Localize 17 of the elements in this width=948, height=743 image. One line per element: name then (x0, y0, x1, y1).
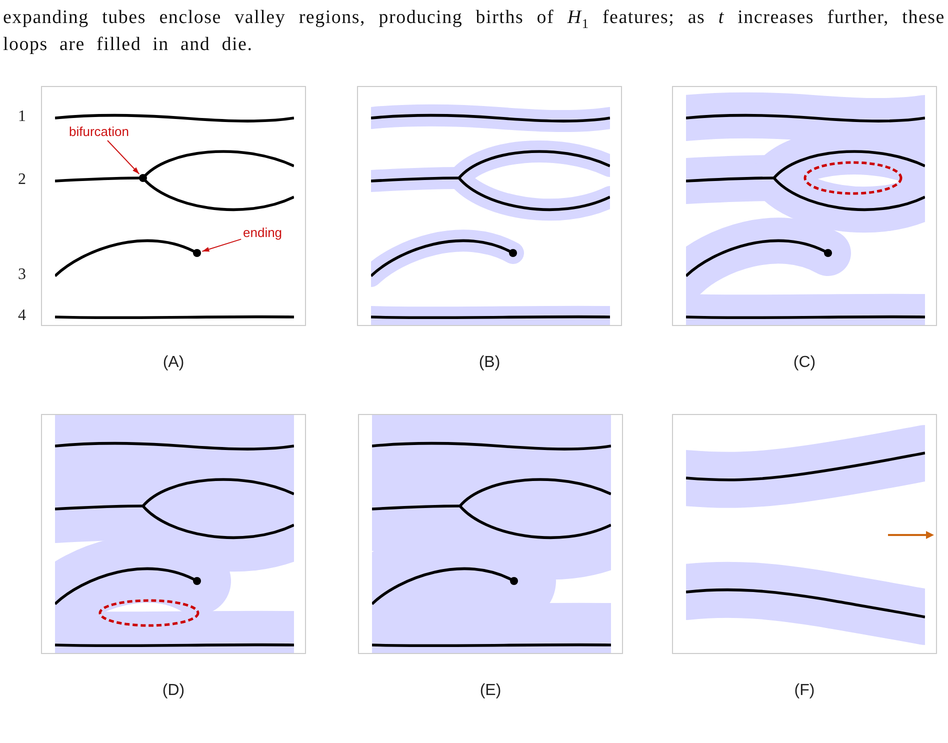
body-text: expanding tubes enclose valley regions, producing births of H$_{1}$ features; as t increases further, these loops are filled in and die. (3, 6, 945, 57)
row-number: 3 (17, 266, 27, 284)
row-number: 1 (17, 108, 27, 126)
row-number: 2 (17, 171, 27, 189)
panel-label: (A) (162, 353, 184, 373)
panel-label: (B) (478, 353, 500, 373)
annotation-label: ending (243, 225, 282, 240)
panel-label: (E) (480, 681, 502, 701)
leader-line (107, 140, 140, 174)
panel-label: (C) (793, 353, 816, 373)
leader-line (202, 238, 242, 252)
panel-label: (F) (794, 681, 815, 701)
annotation-label: bifurcation (69, 124, 129, 139)
branch-point-dot (139, 174, 147, 182)
row-number: 4 (17, 307, 27, 325)
end-point-dot (193, 249, 201, 257)
panel-label: (D) (162, 681, 185, 701)
